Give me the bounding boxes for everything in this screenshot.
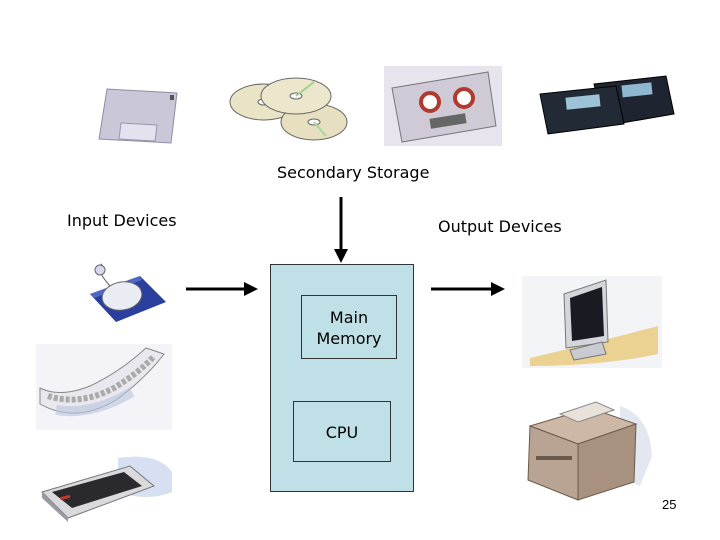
mouse-icon <box>90 263 166 322</box>
arrow-cpu-to-output <box>431 282 505 296</box>
monitor-icon <box>522 276 662 368</box>
cpu-box: CPU <box>293 401 391 462</box>
cassette-tape-icon <box>384 66 502 146</box>
main-memory-box: Main Memory <box>301 295 397 359</box>
secondary-storage-label: Secondary Storage <box>277 163 430 182</box>
input-devices-label: Input Devices <box>67 211 177 230</box>
page-number: 25 <box>662 497 677 512</box>
arrow-storage-to-memory <box>334 197 348 263</box>
scanner-icon <box>41 456 172 522</box>
printer-icon <box>527 401 652 501</box>
output-devices-label: Output Devices <box>438 217 562 236</box>
cpu-label: CPU <box>325 423 359 442</box>
arrow-input-to-cpu <box>186 282 258 296</box>
keyboard-icon <box>36 344 172 430</box>
cd-discs-icon <box>229 77 348 141</box>
main-memory-line2: Memory <box>316 329 382 348</box>
floppy-disk-icon <box>98 88 178 144</box>
main-memory-line1: Main <box>329 308 369 327</box>
zip-disks-icon <box>539 75 675 135</box>
